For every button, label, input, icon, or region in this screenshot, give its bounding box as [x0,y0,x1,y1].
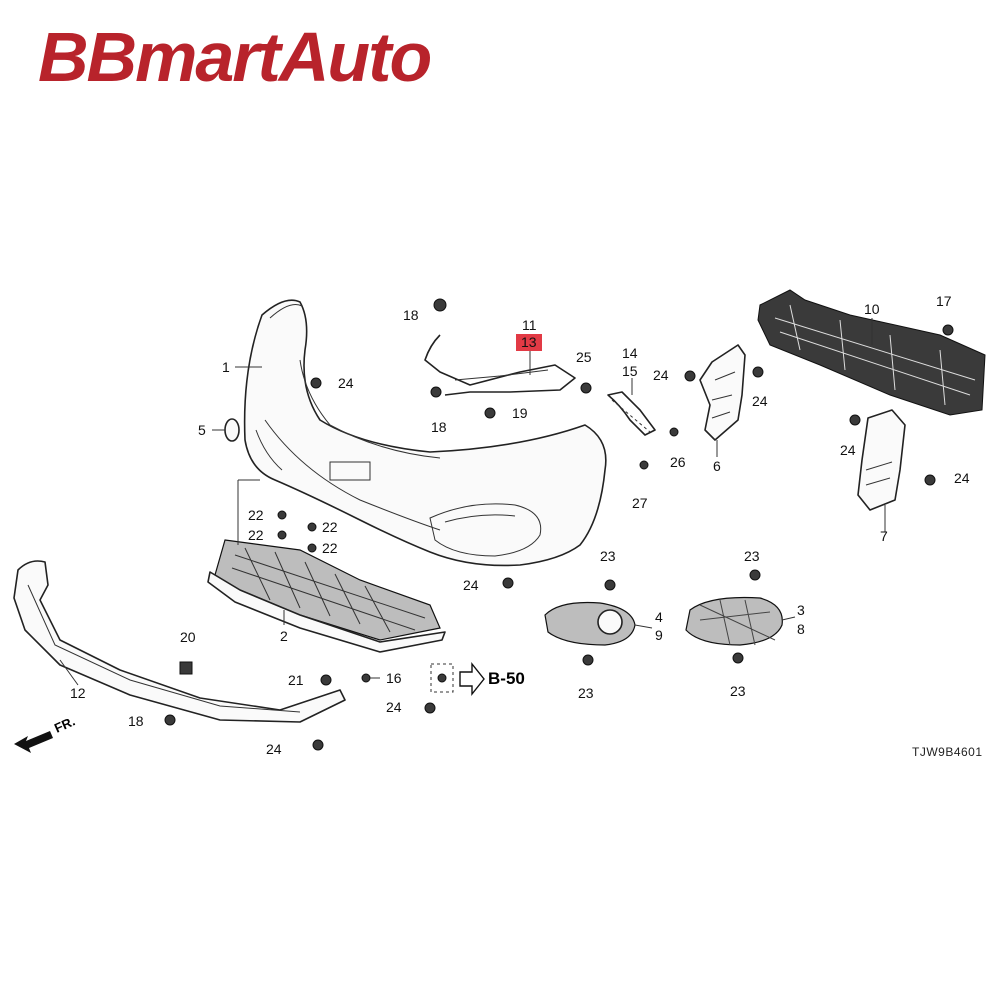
front-direction-arrow [14,731,53,753]
side-harness [607,391,656,436]
callout-7: 7 [880,528,888,544]
callout-24d: 24 [840,442,856,458]
upper-beam [757,289,986,416]
side-bracket-left [699,344,746,441]
callout-22a: 22 [248,507,264,523]
callout-26: 26 [670,454,686,470]
callout-24a: 24 [338,375,354,391]
lower-grille [207,539,446,653]
callout-22c: 22 [322,519,338,535]
front-bumper-face [243,299,607,567]
fasteners [164,324,954,751]
callout-10: 10 [864,301,880,317]
fog-cover-right [685,596,783,646]
reference-label: B-50 [488,669,525,688]
callout-labels: 1 2 3 4 5 6 7 8 9 10 11 12 17 14 15 16 1… [70,293,970,757]
side-bracket-right [857,409,906,511]
callout-6: 6 [713,458,721,474]
callout-25: 25 [576,349,592,365]
callout-24f: 24 [463,577,479,593]
callout-24c: 24 [752,393,768,409]
callout-17: 17 [936,293,952,309]
callout-24g: 24 [386,699,402,715]
leader-lines [59,318,886,686]
callout-23b: 23 [578,685,594,701]
callout-1: 1 [222,359,230,375]
upper-bracket [424,298,576,398]
callout-24e: 24 [954,470,970,486]
diagram-code: TJW9B4601 [912,745,983,759]
callout-2: 2 [280,628,288,644]
callout-11: 11 [522,317,537,333]
callout-23c: 23 [744,548,760,564]
callout-22d: 22 [322,540,338,556]
callout-3: 3 [797,602,805,618]
callout-4: 4 [655,609,663,625]
callout-23a: 23 [600,548,616,564]
callout-23d: 23 [730,683,746,699]
callout-16: 16 [386,670,402,686]
callout-9: 9 [655,627,663,643]
callout-24b: 24 [653,367,669,383]
callout-20: 20 [180,629,196,645]
callout-24h: 24 [266,741,282,757]
fog-cover-left [544,601,636,646]
callout-5: 5 [198,422,206,438]
callout-8: 8 [797,621,805,637]
lower-spoiler [13,560,346,723]
callout-22b: 22 [248,527,264,543]
callout-13: 13 [521,334,537,350]
brand-logo: BBmartAuto [38,18,432,96]
callout-12: 12 [70,685,86,701]
callout-19: 19 [512,405,528,421]
callout-15: 15 [622,363,638,379]
tow-hook-cover [224,418,240,442]
reference-arrow [459,662,485,696]
callout-27: 27 [632,495,648,511]
callout-13-highlight [516,334,542,351]
callout-21: 21 [288,672,304,688]
callout-14: 14 [622,345,638,361]
callout-18b: 18 [431,419,447,435]
callout-18a: 18 [403,307,419,323]
callout-18c: 18 [128,713,144,729]
